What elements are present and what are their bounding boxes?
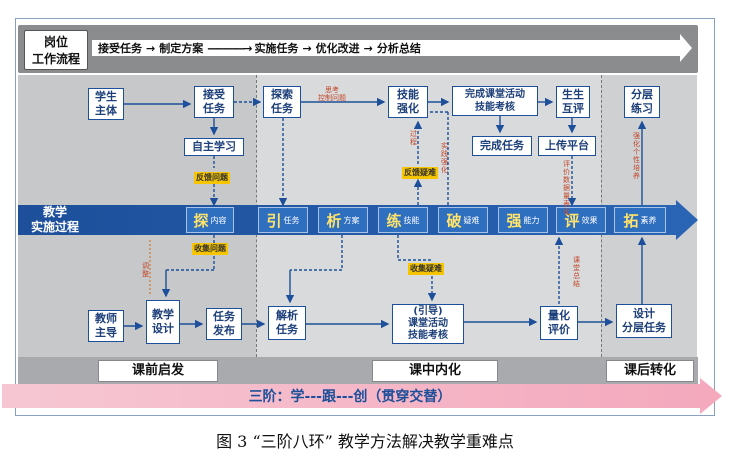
workflow-steps: 接受任务 → 制定方案 ————→ 实施任务 → 优化改进 → 分析总结 [98, 40, 678, 56]
box-skill-strengthen: 技能 强化 [388, 86, 428, 118]
workflow-step: 优化改进 [315, 42, 360, 55]
note-adjust: 调 整 [142, 262, 149, 278]
banner-arrow-tip [700, 378, 722, 414]
stage-practice: 练技能 [378, 207, 428, 233]
stage-analyze: 析方案 [318, 207, 368, 233]
workflow-step: 制定方案 [159, 42, 204, 55]
stage-strengthen: 强能力 [498, 207, 548, 233]
box-design-layered: 设计 分层任务 [616, 304, 672, 338]
bottom-banner-arrow [2, 384, 702, 408]
tag-feedback-doubt: 反馈疑难 [402, 167, 438, 179]
box-layered-practice: 分层 练习 [624, 86, 660, 118]
box-task-release: 任务 发布 [206, 308, 242, 340]
box-analyze-task: 解析 任务 [268, 306, 306, 340]
stage-extend: 拓素养 [614, 207, 666, 233]
bottom-banner-text: 三阶：学---跟---创（贯穿交替） [248, 389, 452, 405]
tag-collect-doubt: 收集疑难 [408, 263, 444, 275]
band-title: 教学 实施过程 [30, 205, 79, 234]
note-think-control: 思考 控制问题 [318, 86, 346, 102]
band-arrow-tip [676, 200, 698, 240]
phase-label-pre: 课前启发 [98, 360, 218, 382]
box-explore-task: 探索 任务 [263, 86, 301, 118]
note-course-summary: 课 堂 总 结 [573, 256, 580, 288]
arrow-right-icon: → [363, 41, 373, 55]
phase-label-mid: 课中内化 [372, 360, 498, 382]
box-complete-activity: 完成课堂活动 技能考核 [452, 86, 538, 116]
box-student-review: 生生 互评 [556, 86, 590, 118]
phase-label-post: 课后转化 [606, 360, 694, 382]
long-arrow-right-icon: ————→ [207, 41, 252, 55]
stage-guide: 引任务 [258, 207, 308, 233]
stage-break: 破疑难 [438, 207, 488, 233]
stage-evaluate: 评效果 [556, 207, 606, 233]
box-complete-task: 完成任务 [472, 136, 532, 156]
box-upload-platform: 上传平台 [538, 136, 596, 156]
box-self-study: 自主学习 [184, 138, 244, 156]
box-teaching-design: 教学 设计 [146, 300, 180, 344]
note-reinforce: 实 践 强 化 [441, 142, 448, 174]
box-quantify-eval: 量化 评价 [540, 306, 578, 340]
workflow-step: 实施任务 [254, 42, 299, 55]
tag-feedback-issue: 反馈问题 [194, 172, 230, 184]
workflow-step: 接受任务 [98, 42, 142, 55]
stage-explore: 探内容 [186, 207, 234, 233]
arrow-right-icon: → [146, 41, 156, 55]
figure-caption: 图 3 “三阶八环” 教学方法解决教学重难点 [216, 432, 514, 451]
box-accept-task: 接受 任务 [194, 86, 234, 118]
box-teacher-lead: 教师 主导 [88, 310, 124, 342]
box-guide-activity: (引导) 课堂活动 技能考核 [392, 304, 464, 344]
workflow-step: 分析总结 [376, 42, 421, 55]
arrow-right-icon: → [302, 41, 312, 55]
tag-collect-issue: 收集问题 [192, 243, 228, 255]
workflow-header-label: 岗位 工作流程 [24, 30, 88, 70]
note-process: 过 程 [410, 130, 417, 146]
box-student-main: 学生 主体 [88, 88, 124, 120]
note-eval-data: 评 价 数 据 量 表 化 [563, 160, 570, 216]
note-personalized: 强 化 个 性 培 养 [633, 132, 640, 180]
